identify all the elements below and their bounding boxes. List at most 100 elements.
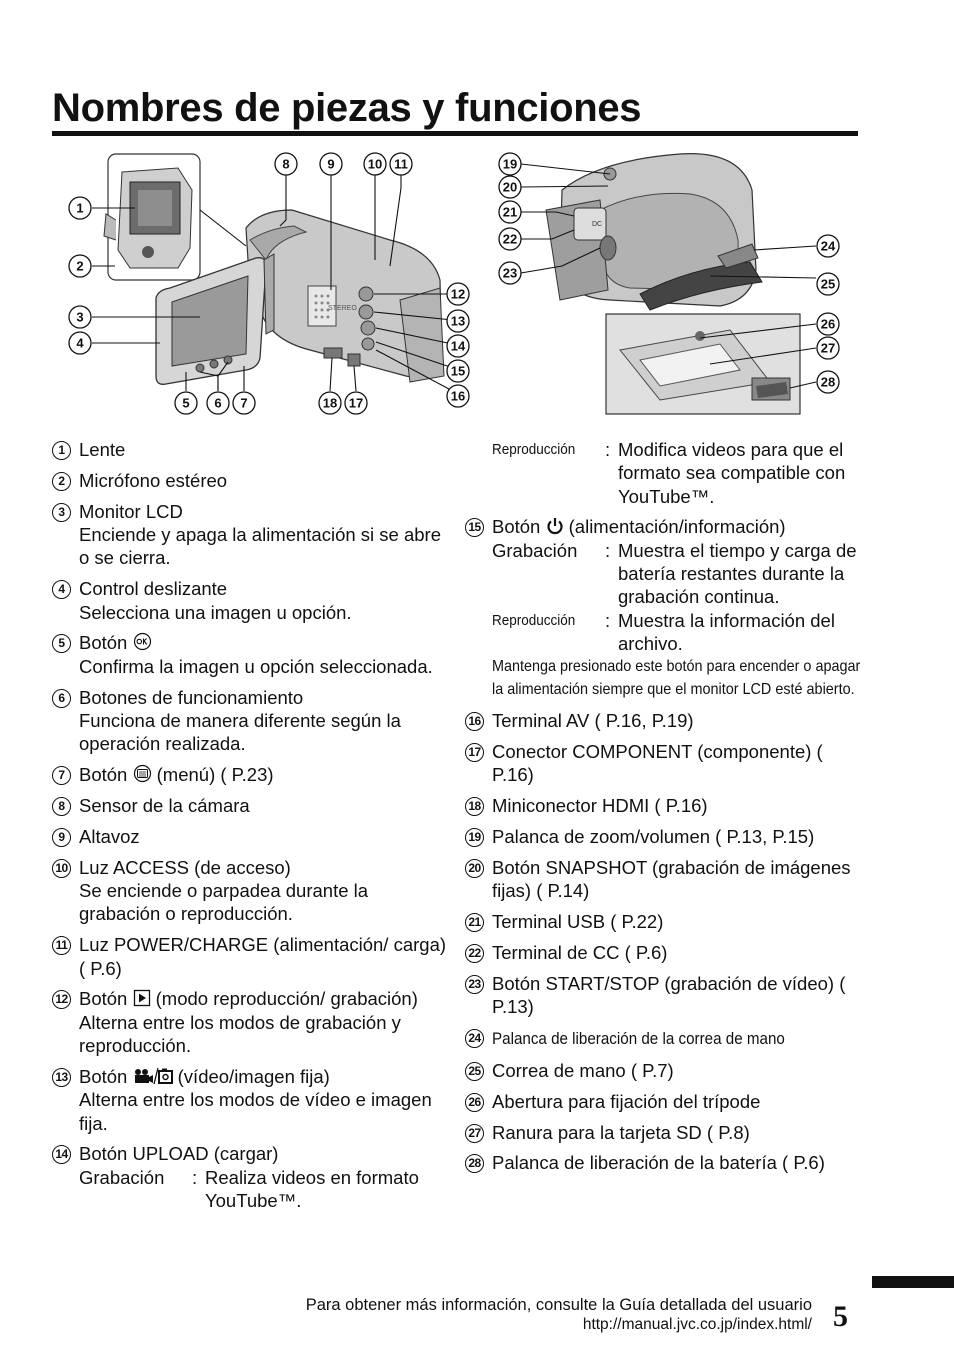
mode-label: Grabación — [79, 1166, 165, 1188]
callout-4: 4 — [68, 331, 92, 355]
callout-9: 9 — [319, 152, 343, 176]
footer-reference: Para obtener más información, consulte l… — [305, 1296, 812, 1314]
part-number: 5 — [52, 634, 71, 654]
part-title-rest: (vídeo/imagen fija) — [177, 1065, 330, 1087]
part-number: 7 — [52, 766, 71, 786]
mode-row: Grabación : Muestra el tiempo y carga de… — [492, 539, 865, 609]
svg-text:28: 28 — [821, 375, 835, 390]
part-number: 10 — [52, 858, 71, 878]
svg-text:2: 2 — [76, 259, 83, 274]
callout-28: 28 — [816, 370, 840, 394]
part-title: Palanca de zoom/volumen ( P.13, P.15) — [492, 825, 815, 847]
part-number: 6 — [52, 688, 71, 708]
part-item: 16 Terminal AV ( P.16, P.19) — [465, 709, 865, 732]
callout-21: 21 — [498, 200, 522, 224]
part-number: 26 — [465, 1092, 484, 1112]
part-number: 1 — [52, 441, 71, 460]
callout-5: 5 — [174, 391, 198, 415]
mode-colon: : — [605, 439, 611, 460]
part-item: 10 Luz ACCESS (de acceso) Se enciende o … — [52, 856, 452, 926]
part-number: 25 — [465, 1061, 484, 1081]
parts-list-left: 1 Lente 2 Micrófono estéreo 3 Monitor LC… — [52, 438, 452, 1220]
camcorder-front-illustration: STEREO 1 2 3 4 5 6 7 8 9 10 11 12 13 14 … — [60, 150, 470, 415]
callout-26: 26 — [816, 312, 840, 336]
mode-row: Reproducción : Muestra la información de… — [492, 609, 865, 656]
part-number: 23 — [465, 974, 484, 994]
svg-text:17: 17 — [349, 396, 363, 411]
part-title: Botón — [79, 988, 128, 1010]
callout-23: 23 — [498, 261, 522, 285]
footer-url-link[interactable]: http://manual.jvc.co.jp/index.html/ — [582, 1316, 812, 1333]
part-item: 26 Abertura para fijación del trípode — [465, 1090, 865, 1113]
part-item: 20 Botón SNAPSHOT (grabación de imágenes… — [465, 856, 865, 903]
dc-label: DC — [592, 221, 602, 228]
camcorder-front-svg: STEREO 1 2 3 4 5 6 7 8 9 10 11 12 13 14 … — [68, 152, 470, 415]
part-title: Terminal USB ( P.22) — [492, 910, 664, 932]
part-number: 20 — [465, 858, 484, 878]
part-title-rest: (menú) ( P.23) — [156, 764, 274, 786]
callout-8: 8 — [274, 152, 298, 176]
part-item: 13 Botón (vídeo/imagen fija) Alterna ent… — [52, 1065, 452, 1135]
parts-list-right: Reproducción : Modifica videos para que … — [465, 438, 865, 1182]
part-number: 13 — [52, 1067, 71, 1087]
svg-text:11: 11 — [394, 157, 408, 172]
part-title: Miniconector HDMI ( P.16) — [492, 794, 708, 816]
part-title: Terminal de CC ( P.6) — [492, 941, 668, 963]
svg-text:9: 9 — [327, 157, 334, 172]
part-item: 22 Terminal de CC ( P.6) — [465, 941, 865, 964]
part-item: 15 Botón (alimentación/información) Grab… — [465, 515, 865, 701]
mode-colon: : — [192, 1166, 198, 1188]
part-description: Confirma la imagen u opción seleccionada… — [79, 655, 433, 677]
part-title: Lente — [79, 439, 126, 460]
callout-16: 16 — [446, 384, 470, 408]
svg-text:16: 16 — [451, 389, 465, 404]
part-number: 9 — [52, 827, 71, 847]
part-item: 4 Control deslizante Selecciona una imag… — [52, 577, 452, 624]
svg-text:15: 15 — [451, 364, 465, 379]
part-number: 2 — [52, 471, 71, 491]
part-title: Abertura para fijación del trípode — [492, 1090, 761, 1112]
svg-text:7: 7 — [240, 396, 247, 411]
part-title: Botón — [79, 764, 128, 786]
part-description: Alterna entre los modos de vídeo e image… — [79, 1089, 432, 1134]
part-title: Correa de mano ( P.7) — [492, 1059, 674, 1081]
part-item: 7 Botón (menú) ( P.23) — [52, 763, 452, 786]
part-number: 16 — [465, 711, 484, 731]
part-title: Palanca de liberación de la correa de ma… — [492, 1029, 785, 1048]
part-title: Luz POWER/CHARGE (alimentación/ carga) (… — [79, 934, 447, 979]
part-item: 11 Luz POWER/CHARGE (alimentación/ carga… — [52, 933, 452, 980]
part-item: 18 Miniconector HDMI ( P.16) — [465, 794, 865, 817]
part-description: Enciende y apaga la alimentación si se a… — [79, 524, 442, 569]
callout-2: 2 — [68, 254, 92, 278]
mode-colon: : — [605, 539, 611, 561]
svg-text:6: 6 — [214, 396, 221, 411]
part-title: Botón — [492, 516, 541, 538]
part-title: Botón — [79, 1065, 128, 1087]
part-number: 14 — [52, 1145, 71, 1165]
part-item: 8 Sensor de la cámara — [52, 794, 452, 817]
part-description: Funciona de manera diferente según la op… — [79, 709, 401, 755]
page-number: 5 — [833, 1300, 848, 1333]
callout-3: 3 — [68, 305, 92, 329]
part-item: 1 Lente — [52, 438, 452, 461]
part-number: 19 — [465, 827, 484, 847]
part-item: 19 Palanca de zoom/volumen ( P.13, P.15) — [465, 825, 865, 848]
svg-text:8: 8 — [282, 157, 289, 172]
page-title: Nombres de piezas y funciones — [52, 86, 642, 130]
part-description: Selecciona una imagen u opción. — [79, 601, 352, 623]
video-still-icon — [134, 1067, 173, 1085]
mode-text: Muestra el tiempo y carga de batería res… — [618, 539, 857, 608]
part-title: Terminal AV ( P.16, P.19) — [492, 709, 694, 731]
svg-text:4: 4 — [76, 336, 84, 351]
part-title: Luz ACCESS (de acceso) — [79, 856, 291, 878]
part-number: 17 — [465, 742, 484, 762]
callout-27: 27 — [816, 336, 840, 360]
callout-20: 20 — [498, 175, 522, 199]
part-item: 2 Micrófono estéreo — [52, 469, 452, 492]
part-item: 14 Botón UPLOAD (cargar) Grabación : Rea… — [52, 1142, 452, 1212]
callout-7: 7 — [232, 391, 256, 415]
footer: Para obtener más información, consulte l… — [306, 1295, 812, 1335]
part-title: Ranura para la tarjeta SD ( P.8) — [492, 1121, 750, 1143]
callout-14: 14 — [446, 334, 470, 358]
callout-18: 18 — [318, 391, 342, 415]
